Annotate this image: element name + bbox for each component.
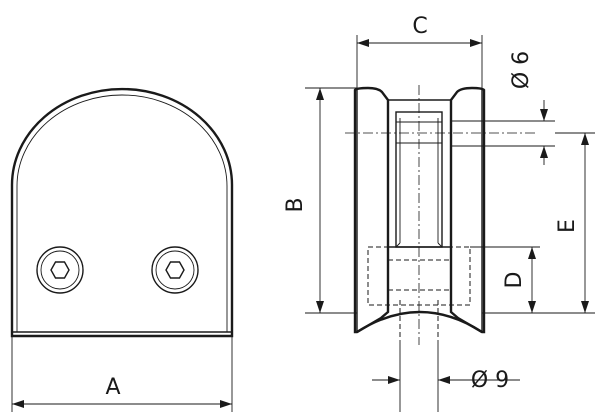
pipe-saddle-curve	[356, 310, 483, 334]
side-view	[305, 35, 595, 412]
dimension-dia9	[372, 340, 520, 412]
front-view	[10, 87, 234, 412]
arrow-e-top	[581, 133, 589, 145]
clamp-front-inner-edge	[16, 94, 228, 332]
hex-socket-left-icon	[50, 261, 70, 279]
arrow-dia9-right	[438, 376, 450, 384]
label-e: E	[555, 219, 580, 233]
arrow-dia9-left	[388, 376, 400, 384]
label-c: C	[412, 14, 427, 39]
label-d: D	[502, 272, 527, 289]
dimension-dia6	[451, 100, 555, 165]
arrow-c-right	[470, 39, 482, 47]
arrow-dia6-bottom	[540, 146, 548, 158]
right-flange	[449, 86, 486, 334]
screw-hole-left	[36, 246, 84, 294]
arrow-a-right	[220, 400, 232, 408]
arrow-d-top	[528, 247, 536, 259]
dimension-a	[11, 336, 233, 412]
hex-socket-right-icon	[165, 261, 185, 279]
arrow-dia6-top	[540, 109, 548, 121]
arrow-e-bottom	[581, 301, 589, 313]
clamp-front-outline	[10, 87, 234, 338]
screw-hole-left-inner	[40, 250, 80, 290]
label-b: B	[283, 197, 308, 212]
dimension-c	[356, 35, 483, 90]
screw-hole-right-inner	[155, 250, 195, 290]
label-a: A	[105, 375, 120, 400]
arrow-c-left	[357, 39, 369, 47]
arrow-b-top	[316, 88, 324, 100]
label-dia9: Ø 9	[471, 368, 509, 393]
screw-hole-left-outer	[36, 246, 84, 294]
arrow-a-left	[12, 400, 24, 408]
label-dia6: Ø 6	[509, 51, 534, 89]
screw-hole-right-outer	[151, 246, 199, 294]
dimension-e	[482, 132, 595, 314]
arrow-d-bottom	[528, 301, 536, 313]
dimension-b	[305, 87, 357, 314]
dimension-d	[470, 246, 540, 313]
arrow-b-bottom	[316, 301, 324, 313]
left-flange	[353, 86, 390, 334]
screw-hole-right	[151, 246, 199, 294]
